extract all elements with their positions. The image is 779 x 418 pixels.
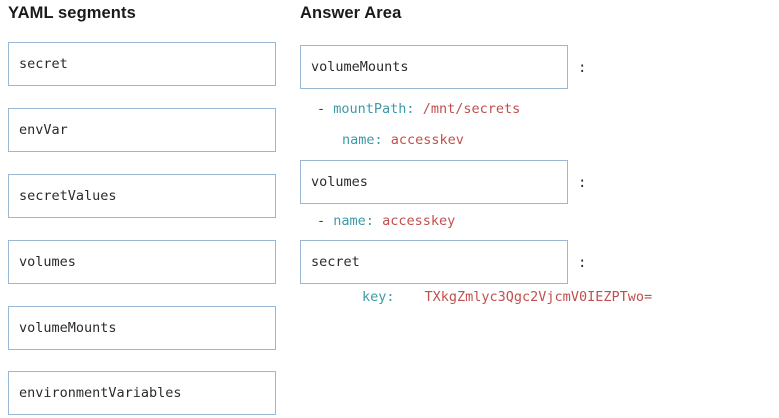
answer-slot-3[interactable]: secret [300, 240, 568, 284]
segment-option-envvar[interactable]: envVar [8, 108, 276, 152]
yaml-key-name-1: name: [342, 132, 383, 148]
yaml-dash-bullet: - [317, 101, 326, 117]
yaml-dash-bullet-2: - [317, 213, 326, 229]
answer-slot-1-colon: : [578, 60, 587, 76]
yaml-value-name-2: accesskey [382, 213, 456, 229]
segment-option-volumes[interactable]: volumes [8, 240, 276, 284]
answer-slot-2[interactable]: volumes [300, 160, 568, 204]
answer-slot-3-colon: : [578, 255, 587, 271]
yaml-value-key: TXkgZmlyc3Qgc2VjcmV0IEZPTwo= [424, 289, 653, 305]
yaml-line-mountpath: - mountPath: /mnt/secrets [317, 101, 521, 117]
answer-area-heading: Answer Area [300, 4, 402, 22]
yaml-line-key: key: TXkgZmlyc3Qgc2VjcmV0IEZPTwo= [362, 289, 653, 305]
yaml-value-name-1: accesskev [390, 132, 464, 148]
yaml-key-mountpath: mountPath: [333, 101, 415, 117]
answer-slot-1[interactable]: volumeMounts [300, 45, 568, 89]
yaml-value-mountpath: /mnt/secrets [422, 101, 521, 117]
answer-slot-2-colon: : [578, 175, 587, 191]
yaml-key-name-2: name: [333, 213, 374, 229]
segment-option-secret[interactable]: secret [8, 42, 276, 86]
yaml-key-key: key: [362, 289, 395, 305]
segment-option-secretvalues[interactable]: secretValues [8, 174, 276, 218]
yaml-line-name-2: - name: accesskey [317, 213, 456, 229]
segment-option-environmentvariables[interactable]: environmentVariables [8, 371, 276, 415]
segment-option-volumemounts[interactable]: volumeMounts [8, 306, 276, 350]
yaml-segments-heading: YAML segments [8, 4, 136, 22]
yaml-line-name-1: name: accesskev [342, 132, 464, 148]
